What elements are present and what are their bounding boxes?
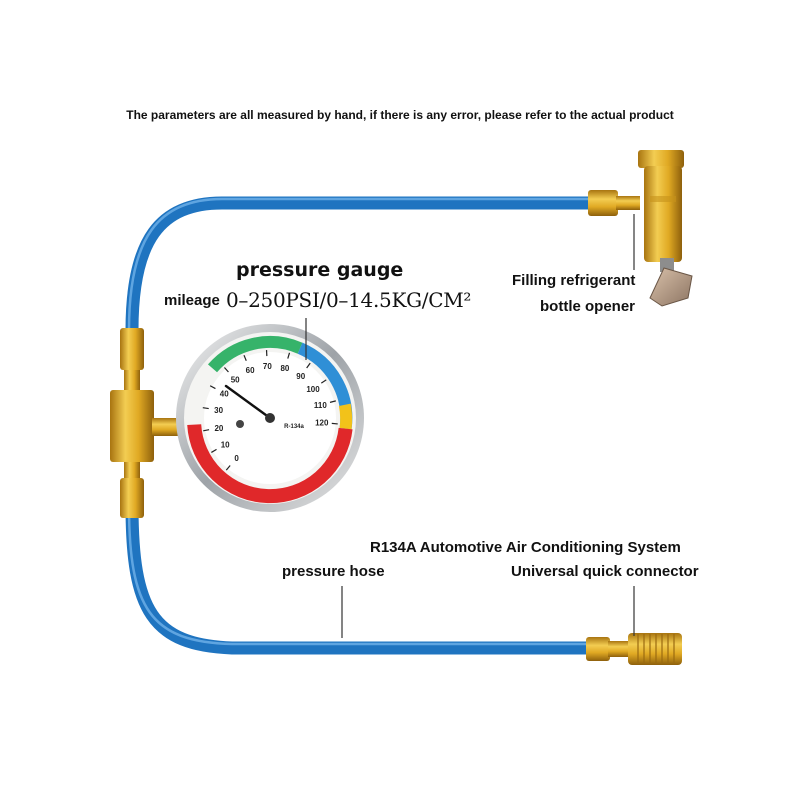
gauge-scale-number: 90 bbox=[296, 372, 305, 381]
gauge-tick bbox=[203, 429, 210, 432]
gauge-scale-number: 100 bbox=[306, 385, 320, 394]
bottle-opener-fitting bbox=[588, 150, 693, 307]
quick-connector bbox=[586, 633, 682, 665]
system-label: R134A Automotive Air Conditioning System bbox=[370, 539, 681, 556]
gauge-scale-number: 50 bbox=[231, 375, 240, 384]
gauge-tick bbox=[329, 400, 336, 403]
tee-fitting bbox=[110, 328, 182, 518]
connector-label: Universal quick connector bbox=[511, 563, 699, 580]
gauge-scale-number: 120 bbox=[315, 419, 329, 428]
gauge-scale-number: 40 bbox=[220, 389, 229, 398]
gauge-tick bbox=[287, 352, 291, 359]
gauge-yellow-zone bbox=[338, 403, 353, 430]
gauge-scale-number: 10 bbox=[221, 440, 230, 449]
gauge-tick bbox=[209, 385, 216, 390]
gauge-green-zone bbox=[207, 336, 303, 373]
gauge-title: pressure gauge bbox=[236, 259, 404, 281]
gauge-range: 0–250PSI/0–14.5KG/CM² bbox=[226, 288, 472, 312]
filling-label-line2: bottle opener bbox=[540, 298, 636, 315]
gauge-scale-number: 20 bbox=[214, 424, 223, 433]
gauge-scale-number: 110 bbox=[314, 401, 327, 410]
filling-label-line1: Filling refrigerant bbox=[512, 272, 636, 289]
gauge-tick bbox=[202, 407, 209, 410]
gauge-mileage-label: mileage bbox=[164, 292, 220, 309]
gauge-refrigerant-label: R-134a bbox=[284, 424, 304, 430]
gauge-scale-number: 70 bbox=[263, 362, 272, 371]
gauge-tick bbox=[306, 362, 311, 369]
gauge-scale-number: 80 bbox=[280, 364, 289, 373]
gauge-tick bbox=[211, 448, 217, 453]
upper-hose bbox=[125, 196, 599, 337]
gauge-tick bbox=[331, 422, 338, 425]
gauge-scale-number: 30 bbox=[214, 406, 223, 415]
gauge-tick bbox=[243, 354, 247, 361]
gauge-tick bbox=[225, 465, 231, 471]
gauge-scale-number: 60 bbox=[246, 366, 255, 375]
gauge-scale-number: 0 bbox=[234, 454, 239, 463]
leader-lines bbox=[305, 214, 635, 638]
disclaimer-note: The parameters are all measured by hand,… bbox=[126, 108, 674, 122]
gauge-red-zone bbox=[187, 424, 353, 504]
gauge-tick bbox=[320, 379, 327, 384]
hose-label: pressure hose bbox=[282, 563, 385, 580]
gauge-tick bbox=[223, 367, 229, 373]
gauge-needle bbox=[224, 384, 272, 420]
